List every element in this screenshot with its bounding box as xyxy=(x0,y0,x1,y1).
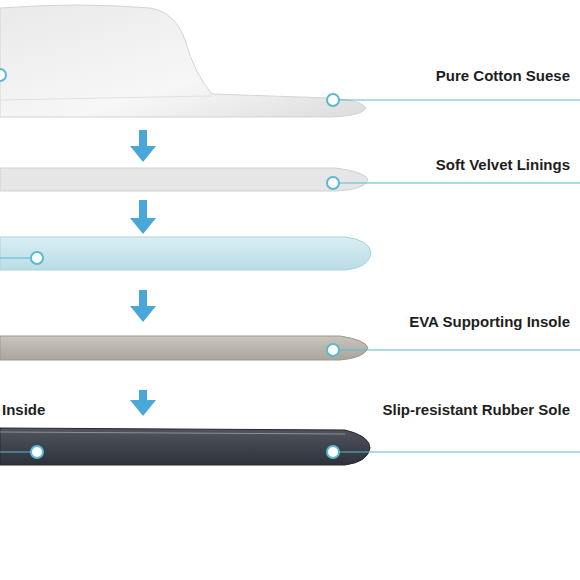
velvet-lining xyxy=(0,168,368,191)
cotton-upper xyxy=(0,5,366,117)
down-arrows xyxy=(130,130,156,416)
sole-edge xyxy=(0,432,345,434)
part-label: Soft Velvet Linings xyxy=(436,156,570,174)
eva-insole xyxy=(0,336,368,360)
rubber-sole xyxy=(0,428,370,465)
leader-dots xyxy=(0,69,339,458)
part-label: Inside xyxy=(2,401,45,419)
upper-seam xyxy=(0,96,212,100)
part-label: Slip-resistant Rubber Sole xyxy=(382,401,570,419)
foam-layer xyxy=(0,237,371,270)
part-label: EVA Supporting Insole xyxy=(409,313,570,331)
part-label: Pure Cotton Suese xyxy=(436,67,570,85)
leader-lines xyxy=(0,100,580,452)
